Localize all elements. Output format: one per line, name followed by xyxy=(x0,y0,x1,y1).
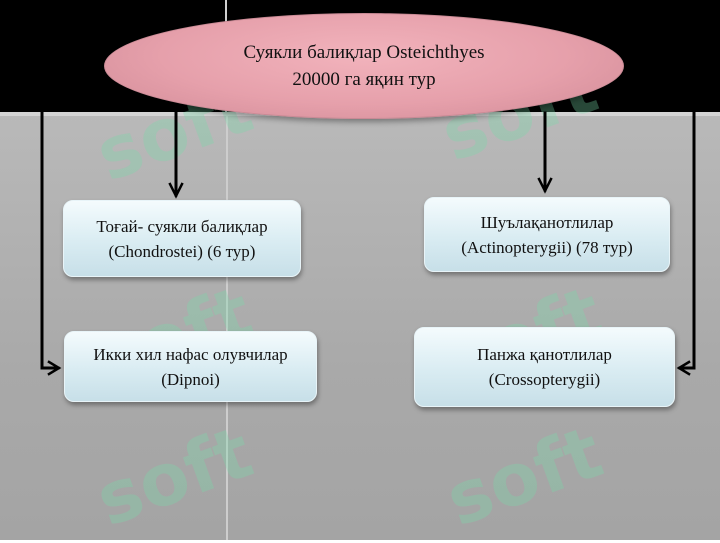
node-crossopterygii: Панжа қанотлилар (Crossopterygii) xyxy=(414,327,675,407)
node-actinopterygii: Шуълақанотлилар (Actinopterygii) (78 тур… xyxy=(424,197,670,272)
root-node-title: Суякли балиқлар Osteichthyes xyxy=(243,42,485,63)
root-node-osteichthyes: Суякли балиқлар Osteichthyes 20000 га яқ… xyxy=(104,13,624,119)
node-label: Тоғай- суякли балиқлар xyxy=(96,216,268,236)
node-label: Икки хил нафас олувчилар xyxy=(93,344,288,364)
node-sublabel: (Actinopterygii) (78 тур) xyxy=(461,237,633,257)
arrowhead-crossopterygii xyxy=(676,360,691,376)
arrowhead-chondrostei xyxy=(168,182,184,199)
node-sublabel: (Chondrostei) (6 тур) xyxy=(108,241,256,261)
arrow-to-crossopterygii xyxy=(678,111,696,370)
node-sublabel: (Crossopterygii) xyxy=(488,370,601,389)
node-chondrostei: Тоғай- суякли балиқлар (Chondrostei) (6 … xyxy=(63,200,301,277)
node-sublabel: (Dipnoi) xyxy=(161,369,220,389)
grey-background xyxy=(0,113,720,540)
node-label: Панжа қанотлилар xyxy=(477,345,612,364)
vertical-guide-line-bottom xyxy=(226,116,228,540)
root-node-subtitle: 20000 га яқин тур xyxy=(292,69,436,90)
node-dipnoi: Икки хил нафас олувчилар (Dipnoi) xyxy=(64,331,317,402)
arrow-to-dipnoi xyxy=(40,111,60,370)
arrowhead-dipnoi xyxy=(47,360,62,376)
node-label: Шуълақанотлилар xyxy=(480,212,614,232)
arrowhead-actinopterygii xyxy=(537,177,553,194)
